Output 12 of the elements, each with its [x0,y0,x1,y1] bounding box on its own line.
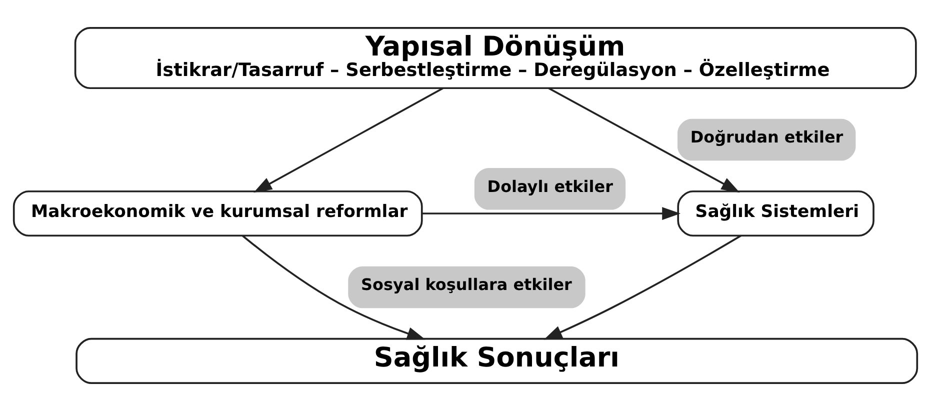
arrow [422,207,681,220]
edge-label: Sosyal koşullara etkiler [361,275,572,294]
arrow [242,234,426,340]
arrow [544,234,742,340]
edge-label: Doğrudan etkiler [690,128,844,147]
node-box: Makroekonomik ve kurumsal reformlar [12,190,423,237]
node-box: Sağlık Sistemleri [677,190,874,237]
node-box: Yapısal Dönüşüm İstikrar/Tasarruf – Serbestleştirme – Deregülasyon – Özelleştirme [74,27,917,90]
arrow [254,87,444,193]
node-box: Sağlık Sonuçları [76,338,918,384]
arrow [548,87,740,193]
edge-label: Dolaylı etkiler [487,176,613,196]
